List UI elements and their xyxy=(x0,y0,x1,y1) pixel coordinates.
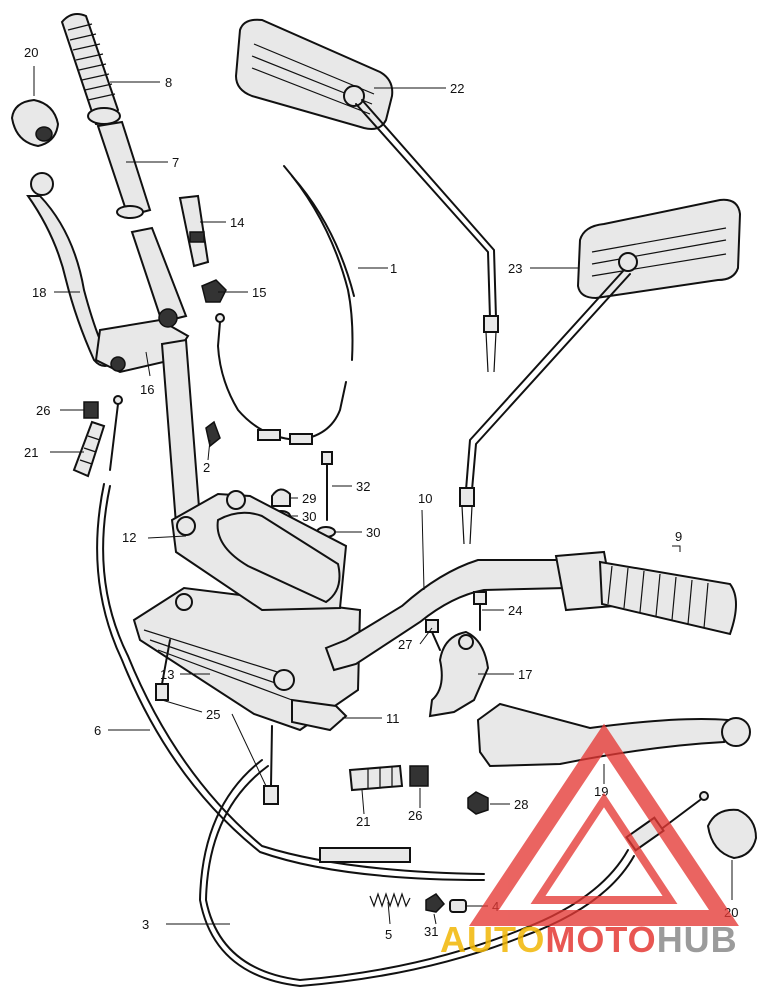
screw-side xyxy=(425,619,441,651)
cable-adjuster-left xyxy=(72,420,106,478)
watermark-text: AUTOMOTOHUB xyxy=(440,919,738,960)
label-part-24: 24 xyxy=(508,603,522,618)
label-part-23: 23 xyxy=(508,261,522,276)
wire-lead xyxy=(283,165,355,361)
label-part-20-left: 20 xyxy=(24,45,38,60)
label-part-15: 15 xyxy=(252,285,266,300)
upper-holder xyxy=(170,490,348,612)
label-part-28: 28 xyxy=(514,797,528,812)
label-part-29: 29 xyxy=(302,491,316,506)
label-part-18: 18 xyxy=(32,285,46,300)
watermark-triangle-icon xyxy=(469,723,739,926)
cable-adjuster-right xyxy=(348,764,404,792)
clutch-lever xyxy=(26,172,120,367)
label-part-22: 22 xyxy=(450,81,464,96)
throttle-grip xyxy=(554,550,737,636)
switch xyxy=(178,194,210,268)
label-part-10: 10 xyxy=(418,491,432,506)
watermark-moto: MOTO xyxy=(545,919,656,960)
label-part-7: 7 xyxy=(172,155,179,170)
label-part-6: 6 xyxy=(94,723,101,738)
adjuster-nut-right xyxy=(409,765,429,787)
label-part-14: 14 xyxy=(230,215,244,230)
mirror-left xyxy=(234,18,499,373)
wire-harness xyxy=(215,313,347,445)
nut-lever xyxy=(467,791,489,815)
leader-lines xyxy=(33,66,733,925)
label-part-30-right: 30 xyxy=(366,525,380,540)
adjuster-nut-left xyxy=(83,401,99,419)
cable-nut xyxy=(425,893,446,913)
nut xyxy=(201,279,227,303)
label-part-31: 31 xyxy=(424,924,438,939)
watermark-auto: AUTO xyxy=(440,919,545,960)
label-part-17: 17 xyxy=(518,667,532,682)
label-part-16: 16 xyxy=(140,382,154,397)
cable-end xyxy=(449,899,467,913)
bolt xyxy=(321,451,333,521)
cap-nut xyxy=(271,488,291,507)
lever-holder xyxy=(428,630,490,718)
spring xyxy=(369,892,411,908)
mirror-right xyxy=(459,198,742,545)
holder-bolt-right xyxy=(263,725,279,805)
label-part-32: 32 xyxy=(356,479,370,494)
bar-end-weight-right xyxy=(706,808,758,860)
lower-holder xyxy=(132,586,362,732)
left-grip xyxy=(60,13,121,126)
label-part-11: 11 xyxy=(386,711,400,726)
label-part-30-left: 30 xyxy=(302,509,316,524)
label-part-13: 13 xyxy=(160,667,174,682)
label-part-3: 3 xyxy=(142,917,149,932)
label-part-27: 27 xyxy=(398,637,412,652)
label-part-2: 2 xyxy=(203,460,210,475)
holder-bolt-left xyxy=(155,639,171,701)
left-bar-tube xyxy=(96,120,188,324)
label-part-1: 1 xyxy=(390,261,397,276)
callout-labels: 1 2 3 4 5 6 7 8 9 10 11 12 13 14 15 16 1… xyxy=(24,45,738,942)
left-bar-lower xyxy=(160,338,202,526)
screw-top xyxy=(473,591,487,631)
label-part-5: 5 xyxy=(385,927,392,942)
label-part-26-left: 26 xyxy=(36,403,50,418)
label-part-12: 12 xyxy=(122,530,136,545)
clutch-cable xyxy=(96,395,485,881)
watermark-logo xyxy=(469,723,739,926)
bar-end-weight-left xyxy=(10,98,60,148)
clip xyxy=(205,420,221,448)
label-part-8: 8 xyxy=(165,75,172,90)
label-part-21-right: 21 xyxy=(356,814,370,829)
label-part-26-right: 26 xyxy=(408,808,422,823)
clamp-bracket xyxy=(291,698,348,732)
watermark-hub: HUB xyxy=(657,919,738,960)
label-part-25: 25 xyxy=(206,707,220,722)
svg-text:AUTOMOTOHUB: AUTOMOTOHUB xyxy=(440,919,738,960)
label-part-9: 9 xyxy=(675,529,682,544)
label-part-21-left: 21 xyxy=(24,445,38,460)
